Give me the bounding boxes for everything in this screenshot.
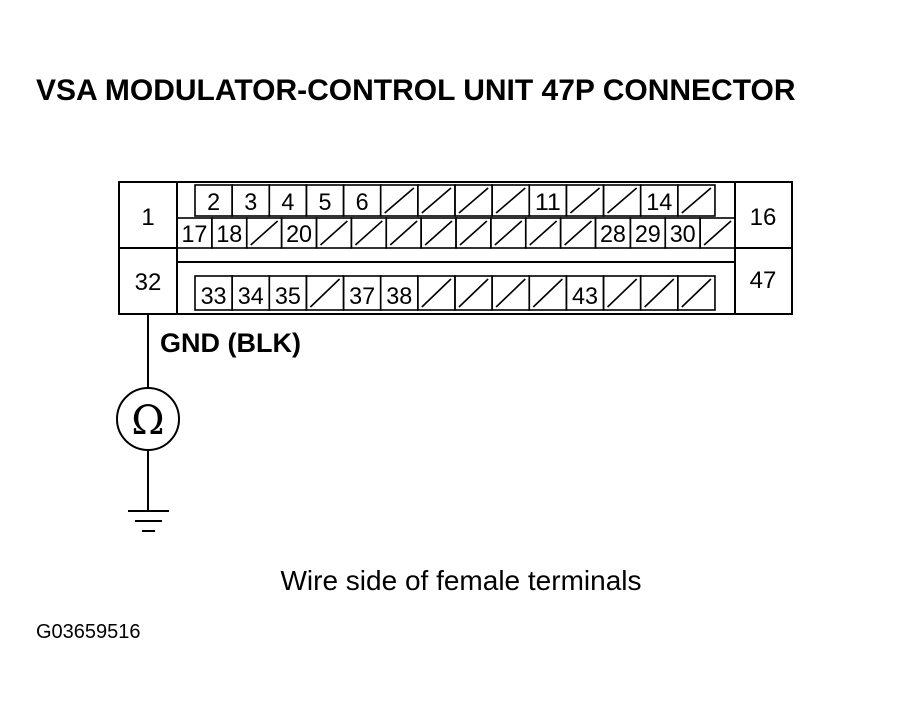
- diagram-title: VSA MODULATOR-CONTROL UNIT 47P CONNECTOR: [36, 74, 796, 107]
- pin-number: 3: [244, 189, 257, 216]
- unused-pin-slash: [495, 278, 526, 308]
- unused-pin-slash: [529, 220, 558, 246]
- unused-pin-slash: [564, 220, 593, 246]
- pin-number: 35: [275, 283, 301, 310]
- pin-number: 6: [356, 189, 369, 216]
- ground-wire-label: GND (BLK): [160, 328, 301, 358]
- unused-pin-slash: [681, 187, 712, 214]
- pin-number: 28: [600, 221, 626, 248]
- unused-pin-slash: [495, 187, 526, 214]
- pin-cell: [677, 275, 716, 311]
- pin-number: 4: [281, 189, 294, 216]
- pin-number: 17: [181, 221, 207, 248]
- unused-pin-slash: [389, 220, 418, 246]
- pin-number: 38: [386, 283, 412, 310]
- pin-label-16: 16: [750, 204, 777, 231]
- pin-row-3: 33 34 35 37 38 43: [194, 275, 716, 311]
- connector-body: [118, 181, 793, 315]
- unused-pin-slash: [644, 278, 675, 308]
- unused-pin-slash: [250, 220, 279, 246]
- pin-number: 37: [349, 283, 375, 310]
- unused-pin-slash: [606, 278, 638, 308]
- unused-pin-slash: [532, 278, 563, 308]
- pin-number: 5: [318, 189, 331, 216]
- unused-pin-slash: [681, 278, 712, 308]
- pin-number: 33: [201, 283, 227, 310]
- pin-box-47: [734, 247, 793, 315]
- pin-cell: [677, 184, 716, 217]
- pin-label-32: 32: [135, 269, 162, 296]
- pin-number: 18: [216, 221, 242, 248]
- pin-label-47: 47: [750, 267, 777, 294]
- pin-number: 11: [535, 189, 561, 216]
- unused-pin-slash: [459, 220, 488, 246]
- unused-pin-slash: [703, 220, 732, 246]
- ohm-icon: Ω: [131, 398, 164, 444]
- pin-number: 43: [572, 283, 598, 310]
- unused-pin-slash: [458, 278, 489, 308]
- unused-pin-slash: [607, 187, 638, 214]
- pin-number: 30: [670, 221, 696, 248]
- connector-key-ledge: [176, 248, 735, 263]
- pin-number: 29: [635, 221, 661, 248]
- pin-number: 2: [207, 189, 220, 216]
- pin-cell: [699, 217, 736, 249]
- unused-pin-slash: [319, 220, 348, 246]
- unused-pin-slash: [354, 220, 383, 246]
- unused-pin-slash: [421, 278, 452, 308]
- unused-pin-slash: [421, 187, 452, 214]
- unused-pin-slash: [458, 187, 489, 214]
- unused-pin-slash: [569, 187, 601, 214]
- diagram-caption: Wire side of female terminals: [280, 565, 641, 596]
- pin-number: 14: [646, 189, 672, 216]
- pin-label-1: 1: [141, 204, 154, 231]
- unused-pin-slash: [309, 278, 341, 308]
- pin-number: 34: [238, 283, 264, 310]
- pin-number: 20: [286, 221, 312, 248]
- unused-pin-slash: [424, 220, 453, 246]
- ground-circuit: [116, 314, 180, 532]
- pin-row-2: 17 18 20 28 29 30: [176, 217, 736, 249]
- unused-pin-slash: [494, 220, 523, 246]
- figure-code: G03659516: [36, 621, 141, 643]
- unused-pin-slash: [384, 187, 415, 214]
